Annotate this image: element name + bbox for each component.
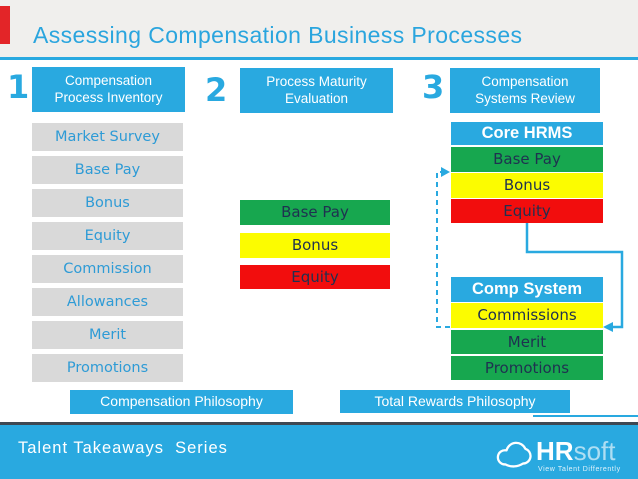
- footer-accent-line: [533, 415, 638, 417]
- page-title: Assessing Compensation Business Processe…: [33, 22, 523, 48]
- step-3-header: Compensation Systems Review: [450, 68, 600, 113]
- header-divider: [0, 57, 638, 60]
- logo-wordmark: HRsoft: [536, 436, 615, 467]
- comp-system-item-merit: Merit: [451, 330, 603, 354]
- red-accent-bar: [0, 6, 10, 44]
- compensation-philosophy-box: Compensation Philosophy: [70, 390, 293, 414]
- step-2-number: 2: [205, 71, 228, 109]
- step-1-header-label: Compensation Process Inventory: [54, 72, 163, 105]
- total-rewards-philosophy-box: Total Rewards Philosophy: [340, 390, 570, 413]
- header-band: [0, 0, 638, 57]
- step-3-number: 3: [422, 68, 445, 106]
- core-hrms-item-bonus: Bonus: [451, 173, 603, 198]
- footer-series-label: Talent Takeaways Series: [18, 439, 228, 457]
- inventory-item: Equity: [32, 222, 183, 250]
- inventory-item: Merit: [32, 321, 183, 349]
- comp-system-item-commissions: Commissions: [451, 303, 603, 328]
- cloud-icon: [496, 441, 532, 468]
- logo-soft-text: soft: [573, 436, 616, 466]
- maturity-box-equity: Equity: [240, 265, 390, 289]
- dashed-flow-arrow: [436, 167, 450, 328]
- core-hrms-item-equity: Equity: [451, 199, 603, 223]
- hrsoft-logo: HRsoft View Talent Differently: [494, 434, 638, 476]
- footer-bar: [0, 425, 638, 479]
- logo-tagline: View Talent Differently: [538, 466, 621, 473]
- step-2-header: Process Maturity Evaluation: [240, 68, 393, 113]
- footer-top-border: [0, 422, 638, 425]
- step-2-header-label: Process Maturity Evaluation: [266, 73, 367, 106]
- step-3-header-label: Compensation Systems Review: [475, 73, 575, 106]
- maturity-box-bonus: Bonus: [240, 233, 390, 258]
- core-hrms-item-base-pay: Base Pay: [451, 147, 603, 172]
- inventory-item: Commission: [32, 255, 183, 283]
- inventory-item: Market Survey: [32, 123, 183, 151]
- step-1-header: Compensation Process Inventory: [32, 67, 185, 112]
- inventory-item: Bonus: [32, 189, 183, 217]
- inventory-item: Promotions: [32, 354, 183, 382]
- core-hrms-header: Core HRMS: [451, 122, 603, 145]
- maturity-box-base-pay: Base Pay: [240, 200, 390, 225]
- comp-system-item-promotions: Promotions: [451, 356, 603, 380]
- comp-system-header: Comp System: [451, 277, 603, 302]
- inventory-item: Base Pay: [32, 156, 183, 184]
- logo-hr-text: HR: [536, 436, 574, 466]
- inventory-item: Allowances: [32, 288, 183, 316]
- step-1-number: 1: [7, 68, 30, 106]
